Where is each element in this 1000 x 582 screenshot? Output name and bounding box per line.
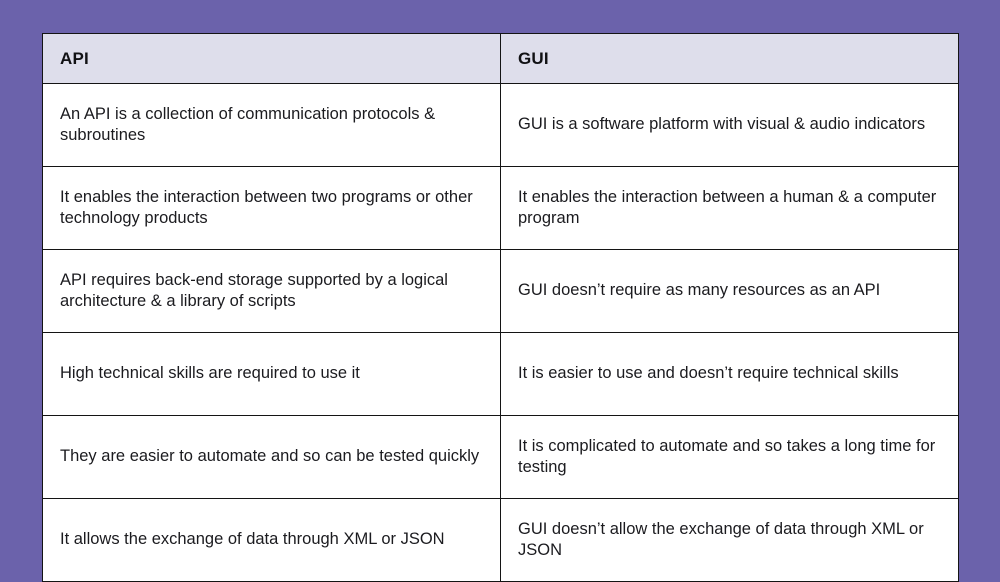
cell-text: It is complicated to automate and so tak…: [518, 436, 936, 476]
cell-gui: GUI is a software platform with visual &…: [500, 83, 959, 167]
table-row: It enables the interaction between two p…: [42, 166, 959, 250]
cell-api: They are easier to automate and so can b…: [42, 415, 501, 499]
table-row: High technical skills are required to us…: [42, 332, 959, 416]
table-header-row: API GUI: [42, 33, 959, 84]
cell-text: It enables the interaction between a hum…: [518, 187, 937, 227]
cell-text: It is easier to use and doesn’t require …: [518, 364, 899, 382]
cell-gui: GUI doesn’t require as many resources as…: [500, 249, 959, 333]
cell-text: It enables the interaction between two p…: [60, 187, 473, 227]
table-row: It allows the exchange of data through X…: [42, 498, 959, 582]
cell-text: GUI doesn’t require as many resources as…: [518, 281, 881, 299]
cell-text: GUI is a software platform with visual &…: [518, 115, 926, 133]
cell-api: It enables the interaction between two p…: [42, 166, 501, 250]
cell-gui: It is easier to use and doesn’t require …: [500, 332, 959, 416]
table-row: An API is a collection of communication …: [42, 83, 959, 167]
cell-text: GUI doesn’t allow the exchange of data t…: [518, 519, 924, 559]
cell-api: It allows the exchange of data through X…: [42, 498, 501, 582]
table-row: API requires back-end storage supported …: [42, 249, 959, 333]
cell-gui: It enables the interaction between a hum…: [500, 166, 959, 250]
column-header-api: API: [42, 33, 501, 84]
cell-text: It allows the exchange of data through X…: [60, 530, 445, 548]
page-canvas: API GUI An API is a collection of commun…: [42, 33, 959, 582]
table-header: API GUI: [42, 33, 959, 84]
cell-api: High technical skills are required to us…: [42, 332, 501, 416]
table-row: They are easier to automate and so can b…: [42, 415, 959, 499]
cell-gui: It is complicated to automate and so tak…: [500, 415, 959, 499]
api-vs-gui-comparison-table: API GUI An API is a collection of commun…: [42, 33, 959, 582]
cell-text: They are easier to automate and so can b…: [60, 447, 480, 465]
cell-api: API requires back-end storage supported …: [42, 249, 501, 333]
table-body: An API is a collection of communication …: [42, 83, 959, 582]
cell-text: An API is a collection of communication …: [60, 104, 436, 144]
cell-gui: GUI doesn’t allow the exchange of data t…: [500, 498, 959, 582]
cell-text: High technical skills are required to us…: [60, 364, 360, 382]
column-header-gui: GUI: [500, 33, 959, 84]
cell-api: An API is a collection of communication …: [42, 83, 501, 167]
cell-text: API requires back-end storage supported …: [60, 270, 448, 310]
